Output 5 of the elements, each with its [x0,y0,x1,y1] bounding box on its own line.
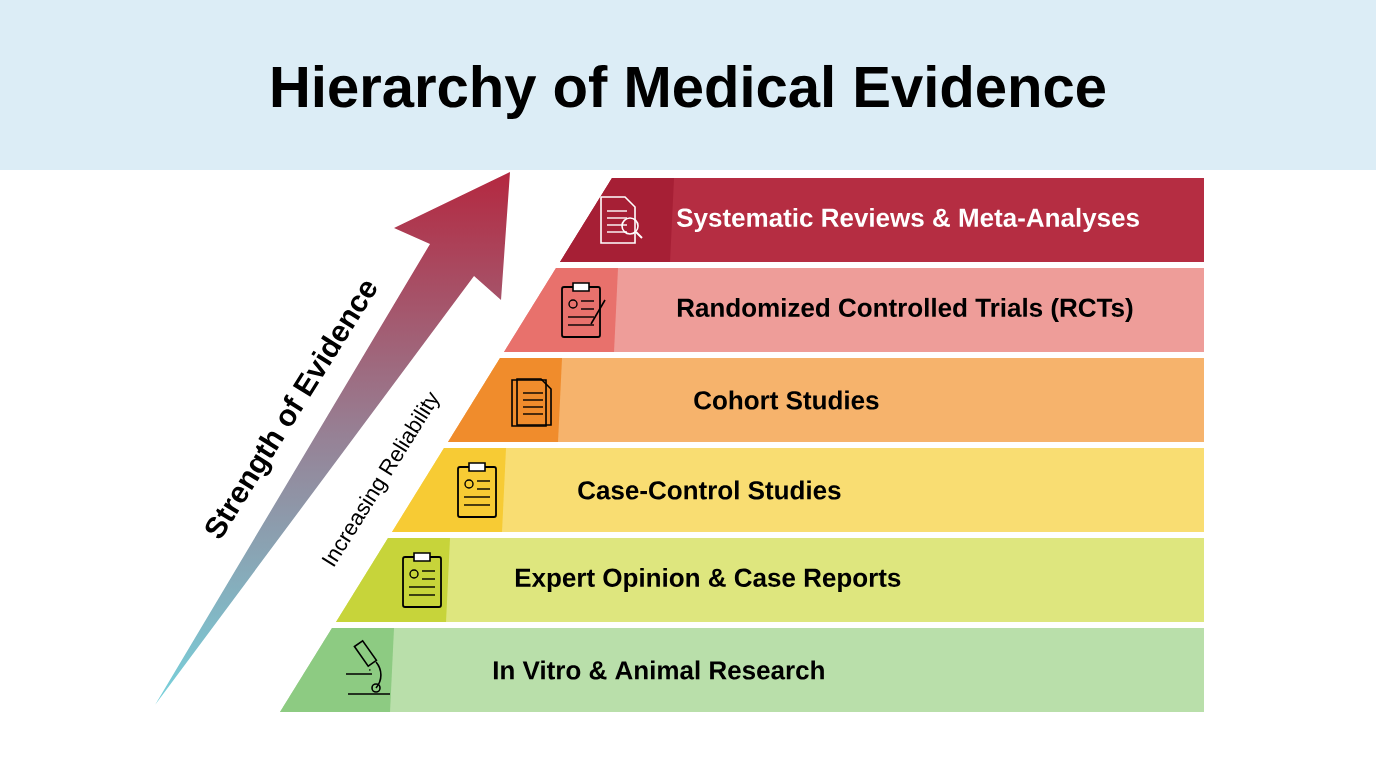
band: Systematic Reviews & Meta-Analyses [560,178,1204,262]
band: Cohort Studies [448,358,1204,442]
band: In Vitro & Animal Research [280,628,1204,712]
title-banner: Hierarchy of Medical Evidence [0,0,1376,170]
band: Randomized Controlled Trials (RCTs) [504,268,1204,352]
